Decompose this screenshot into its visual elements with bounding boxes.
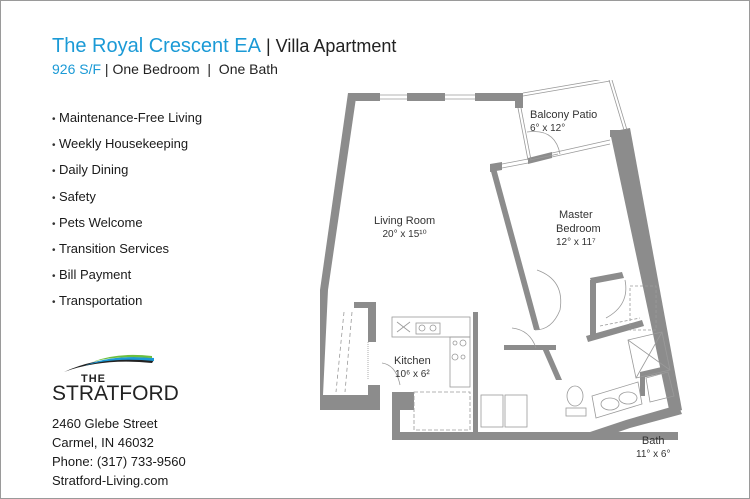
room-balcony-patio: Balcony Patio 6° x 12° [530, 109, 598, 134]
bedroom-count: | One Bedroom [101, 61, 200, 77]
bullet-icon: • [52, 140, 56, 152]
bullet-icon: • [52, 218, 56, 230]
room-kitchen: Kitchen 10⁶ x 6² [394, 355, 431, 380]
unit-specs: 926 S/F | One Bedroom | One Bath [52, 60, 396, 78]
unit-type: Villa Apartment [275, 36, 397, 56]
feature-list: •Maintenance-Free Living •Weekly Houseke… [52, 106, 202, 316]
feature-item: •Pets Welcome [52, 211, 202, 237]
bullet-icon: • [52, 297, 56, 309]
room-living-room: Living Room 20° x 15¹⁰ [374, 215, 436, 240]
website-link[interactable]: Stratford-Living.com [52, 473, 169, 488]
feature-item: •Maintenance-Free Living [52, 106, 202, 132]
title-separator: | [260, 36, 276, 56]
square-footage: 926 S/F [52, 61, 102, 77]
floor-plan: Balcony Patio 6° x 12° Living Room 20° x… [290, 77, 710, 485]
contact-info: 2460 Glebe Street Carmel, IN 46032 Phone… [52, 414, 186, 490]
city-state-zip: Carmel, IN 46032 [52, 435, 154, 450]
feature-item: •Transportation [52, 289, 202, 315]
room-bath: Bath 11° x 6° [636, 435, 671, 460]
street-address: 2460 Glebe Street [52, 416, 158, 431]
feature-item: •Daily Dining [52, 158, 202, 184]
header: The Royal Crescent EA | Villa Apartment … [52, 34, 396, 78]
bullet-icon: • [52, 245, 56, 257]
feature-item: •Transition Services [52, 237, 202, 263]
logo-swoosh-icon [64, 354, 154, 372]
feature-item: •Bill Payment [52, 263, 202, 289]
feature-item: •Weekly Housekeeping [52, 132, 202, 158]
page-title: The Royal Crescent EA | Villa Apartment [52, 34, 396, 58]
bullet-icon: • [52, 166, 56, 178]
logo-wordmark: STRATFORD [52, 382, 179, 405]
bullet-icon: • [52, 271, 56, 283]
room-master-bedroom: Master Bedroom 12° x 11⁷ [556, 209, 601, 248]
logo-the: THE [81, 373, 106, 385]
bullet-icon: • [52, 114, 56, 125]
bullet-icon: • [52, 192, 56, 204]
bath-count: | One Bath [199, 61, 278, 77]
feature-item: •Safety [52, 185, 202, 211]
stratford-logo: THE STRATFORD [52, 354, 179, 406]
floor-plan-drawing [320, 77, 682, 440]
unit-name: The Royal Crescent EA [52, 35, 261, 57]
phone-number: Phone: (317) 733-9560 [52, 454, 186, 469]
